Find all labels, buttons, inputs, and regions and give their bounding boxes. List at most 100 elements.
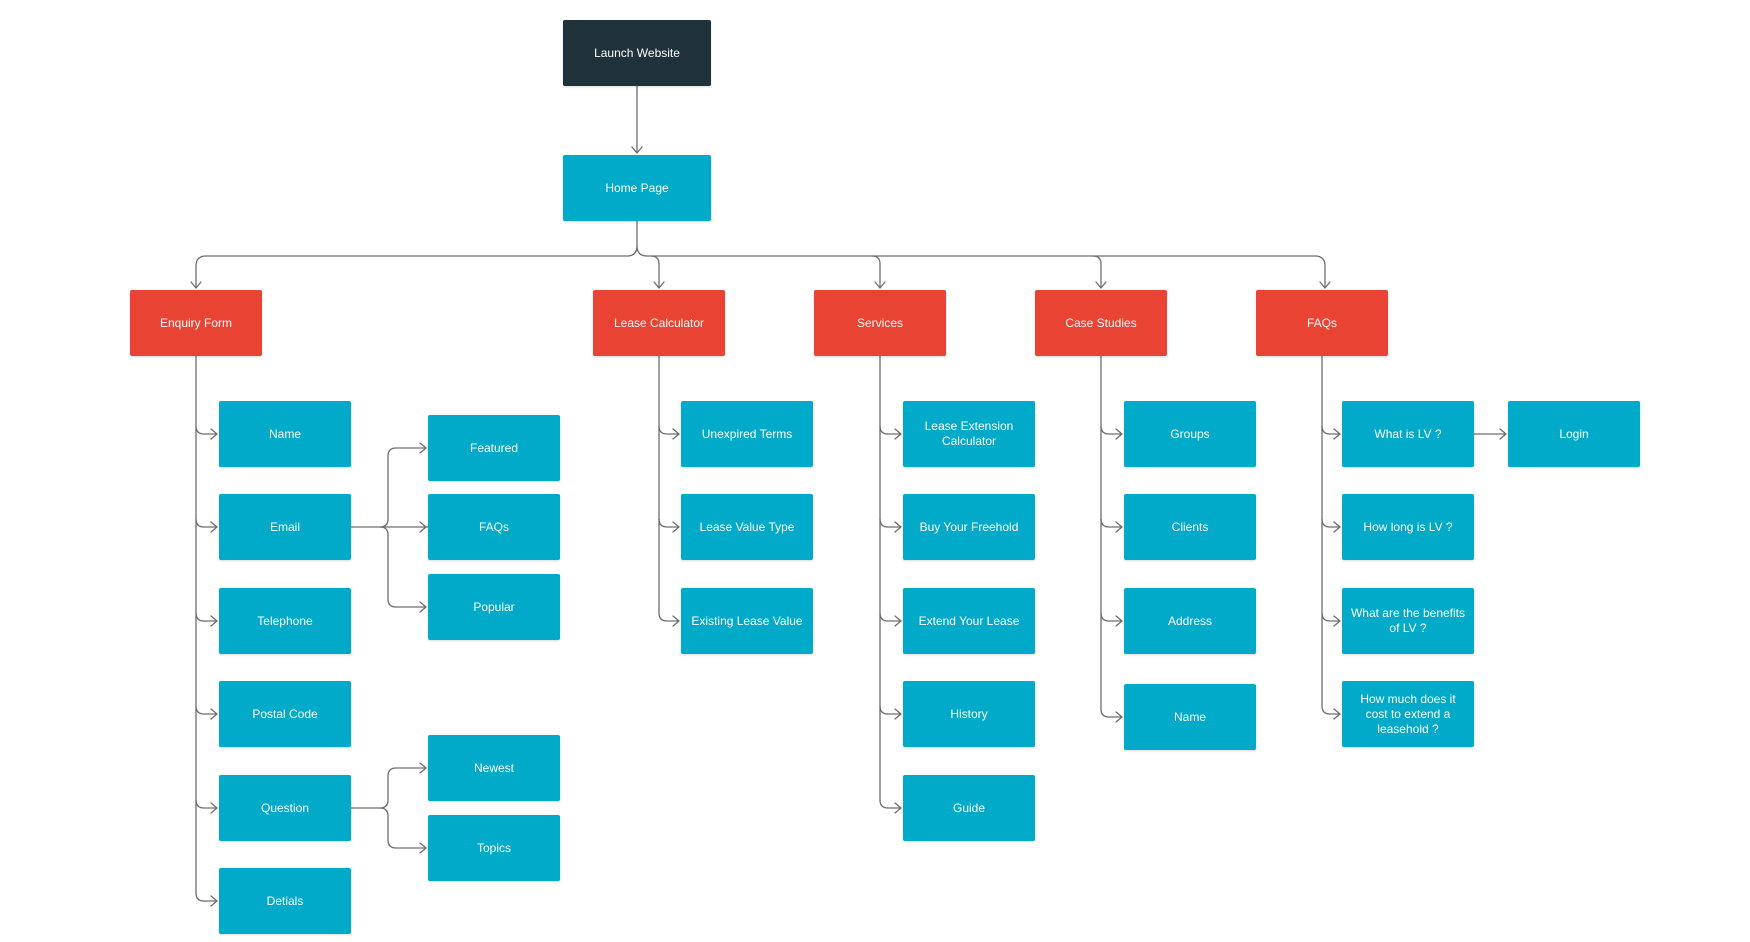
connector-case-studies-branch-3 (1100, 708, 1122, 718)
lease-calculator-node[interactable]: Lease Calculator (593, 290, 725, 356)
address-node[interactable]: Address (1124, 588, 1256, 654)
connector-launch-home-arrowhead (631, 146, 643, 154)
connector-home-lease-calculator-arrowhead (653, 281, 665, 289)
connector-home-case-studies (1092, 255, 1102, 288)
connector-services-branch-2 (879, 612, 901, 622)
connector-enquiry-branch-2-arrowhead (210, 615, 218, 627)
connector-email-faqs-arrowhead (419, 521, 427, 533)
connector-enquiry-branch-3 (195, 705, 217, 715)
connector-email-popular (379, 526, 426, 608)
unexpired-terms-node[interactable]: Unexpired Terms (681, 401, 813, 467)
enquiry-form-node[interactable]: Enquiry Form (130, 290, 262, 356)
lease-value-type-node[interactable]: Lease Value Type (681, 494, 813, 560)
connector-enquiry-branch-4 (195, 799, 217, 809)
connector-case-studies-branch-0 (1100, 425, 1122, 435)
connector-case-studies-branch-2 (1100, 612, 1122, 622)
email-featured-node[interactable]: Featured (428, 415, 560, 481)
connector-lease-calc-branch-1 (658, 518, 679, 528)
home-page-node[interactable]: Home Page (563, 155, 711, 221)
connector-home-services-arrowhead (874, 281, 886, 289)
connector-faqs-branch-1 (1321, 518, 1340, 528)
connector-lease-calc-branch-0 (658, 425, 679, 435)
connector-case-studies-branch-0-arrowhead (1115, 428, 1123, 440)
enquiry-postal-code-node[interactable]: Postal Code (219, 681, 351, 747)
lease-extension-calculator-node[interactable]: Lease Extension Calculator (903, 401, 1035, 467)
connector-home-lease-calculator (650, 255, 660, 288)
connector-question-newest-arrowhead (419, 762, 427, 774)
connector-faqs-branch-0 (1321, 425, 1340, 435)
benefits-of-lv-node[interactable]: What are the benefits of LV ? (1342, 588, 1474, 654)
question-newest-node[interactable]: Newest (428, 735, 560, 801)
connector-faqs-branch-3-arrowhead (1333, 708, 1341, 720)
connector-services-branch-1 (879, 518, 901, 528)
connector-enquiry-branch-4-arrowhead (210, 802, 218, 814)
clients-node[interactable]: Clients (1124, 494, 1256, 560)
connector-enquiry-branch-2 (195, 612, 217, 622)
email-faqs-node[interactable]: FAQs (428, 494, 560, 560)
connector-home-enquiry (195, 221, 638, 288)
connector-case-studies-branch-1-arrowhead (1115, 521, 1123, 533)
connector-home-case-studies-arrowhead (1095, 281, 1107, 289)
connector-home-services (871, 255, 881, 288)
connector-home-faqs-arrowhead (1319, 281, 1331, 289)
connector-enquiry-branch-1-arrowhead (210, 521, 218, 533)
connector-lease-calc-branch-2-arrowhead (672, 615, 680, 627)
how-long-is-lv-node[interactable]: How long is LV ? (1342, 494, 1474, 560)
connector-services-branch-3-arrowhead (894, 708, 902, 720)
connector-services-branch-0 (879, 425, 901, 435)
connector-email-featured (379, 447, 426, 528)
case-studies-name-node[interactable]: Name (1124, 684, 1256, 750)
connector-email-popular-arrowhead (419, 601, 427, 613)
connector-enquiry-branch-3-arrowhead (210, 708, 218, 720)
launch-website-node[interactable]: Launch Website (563, 20, 711, 86)
history-node[interactable]: History (903, 681, 1035, 747)
groups-node[interactable]: Groups (1124, 401, 1256, 467)
connector-case-studies-branch-2-arrowhead (1115, 615, 1123, 627)
enquiry-email-node[interactable]: Email (219, 494, 351, 560)
connector-question-newest (379, 767, 426, 809)
connector-question-topics-arrowhead (419, 842, 427, 854)
connector-services-branch-4-arrowhead (894, 802, 902, 814)
enquiry-name-node[interactable]: Name (219, 401, 351, 467)
connector-services-branch-1-arrowhead (894, 521, 902, 533)
connector-case-studies-branch-1 (1100, 518, 1122, 528)
question-topics-node[interactable]: Topics (428, 815, 560, 881)
enquiry-telephone-node[interactable]: Telephone (219, 588, 351, 654)
connector-faqs-branch-2-arrowhead (1333, 615, 1341, 627)
guide-node[interactable]: Guide (903, 775, 1035, 841)
faqs-node[interactable]: FAQs (1256, 290, 1388, 356)
connector-enquiry-branch-5 (195, 892, 217, 902)
connector-what-is-lv-login-arrowhead (1499, 428, 1507, 440)
what-is-lv-node[interactable]: What is LV ? (1342, 401, 1474, 467)
connector-case-studies-branch-3-arrowhead (1115, 711, 1123, 723)
connector-enquiry-branch-0 (195, 425, 217, 435)
extend-your-lease-node[interactable]: Extend Your Lease (903, 588, 1035, 654)
buy-your-freehold-node[interactable]: Buy Your Freehold (903, 494, 1035, 560)
services-node[interactable]: Services (814, 290, 946, 356)
connector-enquiry-branch-1 (195, 518, 217, 528)
connector-question-topics (379, 807, 426, 849)
email-popular-node[interactable]: Popular (428, 574, 560, 640)
connector-faqs-branch-3 (1321, 705, 1340, 715)
cost-to-extend-node[interactable]: How much does it cost to extend a leaseh… (1342, 681, 1474, 747)
existing-lease-value-node[interactable]: Existing Lease Value (681, 588, 813, 654)
connector-email-featured-arrowhead (419, 442, 427, 454)
enquiry-details-node[interactable]: Detials (219, 868, 351, 934)
connector-faqs-branch-0-arrowhead (1333, 428, 1341, 440)
connector-enquiry-branch-0-arrowhead (210, 428, 218, 440)
connector-home-faqs (636, 245, 1326, 288)
case-studies-node[interactable]: Case Studies (1035, 290, 1167, 356)
connector-lease-calc-branch-0-arrowhead (672, 428, 680, 440)
enquiry-question-node[interactable]: Question (219, 775, 351, 841)
login-node[interactable]: Login (1508, 401, 1640, 467)
connector-services-branch-2-arrowhead (894, 615, 902, 627)
connector-services-branch-4 (879, 799, 901, 809)
connector-services-branch-3 (879, 705, 901, 715)
connector-enquiry-branch-5-arrowhead (210, 895, 218, 907)
connector-lease-calc-branch-1-arrowhead (672, 521, 680, 533)
connector-faqs-branch-1-arrowhead (1333, 521, 1341, 533)
connector-faqs-branch-2 (1321, 612, 1340, 622)
connector-lease-calc-branch-2 (658, 612, 679, 622)
